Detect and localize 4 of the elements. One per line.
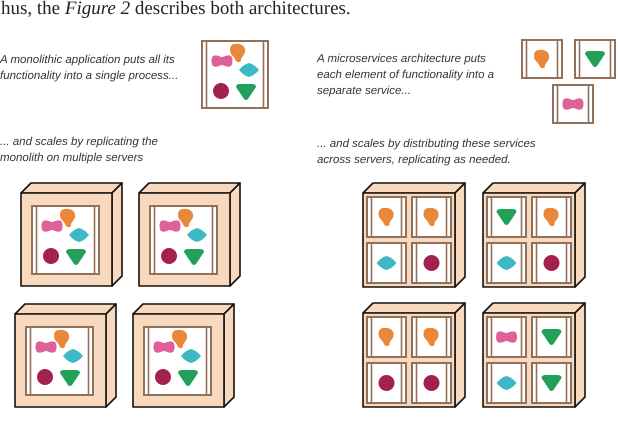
description-text: ... and scales by distributing these services across servers, replicating as needed. [317,137,537,168]
intro-sentence: hus, the Figure 2 describes both architectures. [1,0,351,20]
description-text: A microservices architecture puts each element of functionality into a separate service... [317,52,496,99]
description-text: ... and scales by replicating the monolith on multiple servers [0,135,159,166]
